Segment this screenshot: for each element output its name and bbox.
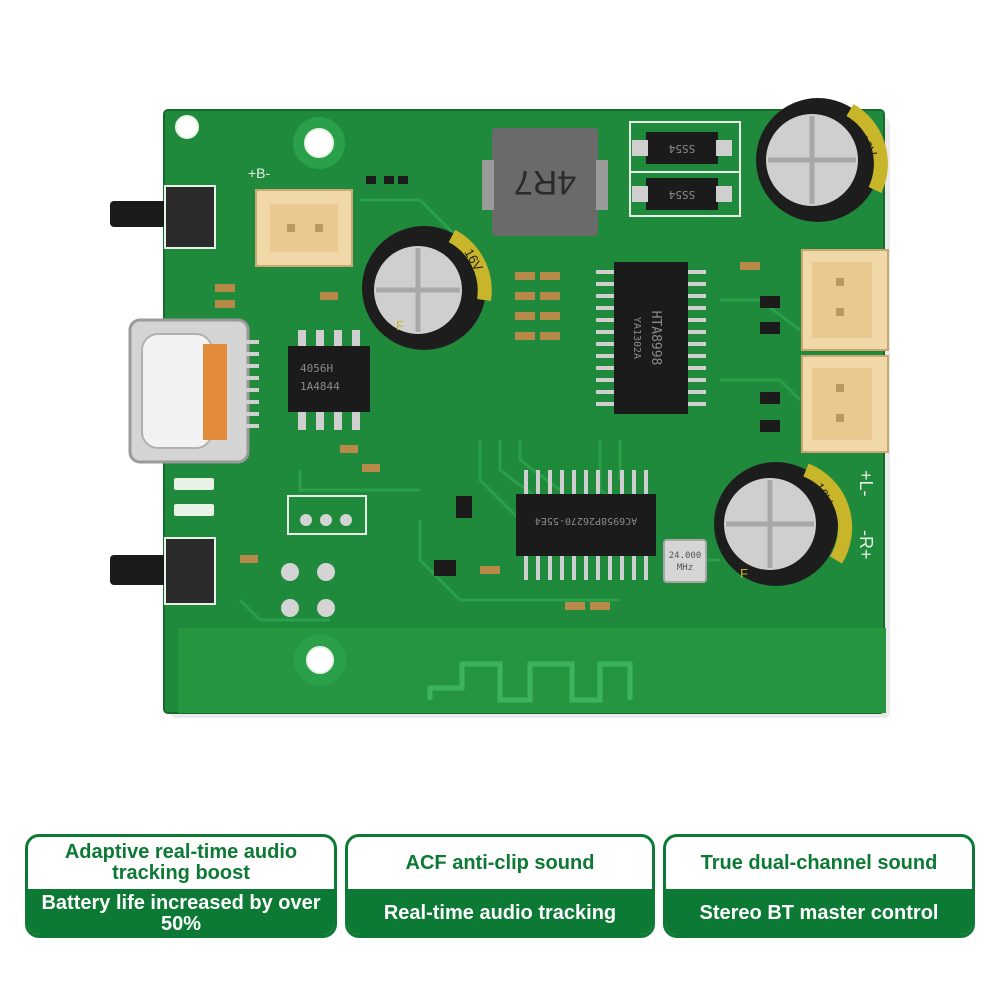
svg-text:24.000: 24.000 bbox=[669, 551, 702, 561]
capacitor-top-right: 16V bbox=[756, 98, 888, 222]
feature-cards: Adaptive real-time audio tracking boost … bbox=[0, 834, 1000, 940]
feature-card-3: True dual-channel sound Stereo BT master… bbox=[663, 834, 975, 938]
svg-text:SS54: SS54 bbox=[668, 142, 695, 155]
push-button-bottom bbox=[110, 537, 216, 605]
feature-card-3-subtitle: Stereo BT master control bbox=[666, 889, 972, 935]
header-pads bbox=[287, 495, 367, 535]
charge-ic: 4056H 1A4844 bbox=[288, 330, 370, 430]
pcb-photo: +B- 4056H 1A4 bbox=[110, 98, 890, 718]
bluetooth-ic: AC6958P26270-55E4 bbox=[516, 470, 656, 580]
push-button-top bbox=[110, 185, 216, 249]
battery-connector bbox=[255, 189, 353, 267]
feature-card-1-title: Adaptive real-time audio tracking boost bbox=[64, 841, 298, 884]
feature-card-2: ACF anti-clip sound Real-time audio trac… bbox=[345, 834, 655, 938]
capacitor-bottom-right: 16V F bbox=[714, 462, 853, 586]
svg-text:4056H: 4056H bbox=[300, 362, 333, 375]
diode-bottom: SS54 bbox=[629, 171, 741, 217]
inductor: 4R7 bbox=[482, 128, 608, 236]
battery-terminal-label: +B- bbox=[248, 165, 271, 181]
diode-top: SS54 bbox=[629, 121, 741, 173]
svg-text:4R7: 4R7 bbox=[514, 163, 576, 201]
usb-c-port bbox=[128, 318, 259, 464]
left-channel-label: +L- bbox=[856, 470, 876, 497]
amplifier-ic: HTA8998 YA1302A bbox=[596, 262, 706, 414]
feature-card-2-subtitle: Real-time audio tracking bbox=[348, 889, 652, 935]
feature-card-3-title: True dual-channel sound bbox=[700, 851, 938, 874]
feature-card-1-subtitle: Battery life increased by over 50% bbox=[28, 889, 334, 935]
svg-text:1A4844: 1A4844 bbox=[300, 380, 340, 393]
speaker-connector-left bbox=[801, 249, 889, 351]
capacitor-left: 16V F bbox=[362, 226, 492, 350]
mounting-hole-top bbox=[293, 117, 345, 169]
crystal-oscillator: 24.000 MHz bbox=[663, 539, 707, 583]
antenna-trace bbox=[427, 661, 633, 703]
svg-text:F: F bbox=[740, 566, 748, 581]
right-channel-label: -R+ bbox=[856, 530, 876, 560]
feature-card-2-title: ACF anti-clip sound bbox=[405, 851, 595, 874]
smd-components bbox=[174, 176, 780, 610]
svg-text:SS54: SS54 bbox=[668, 188, 695, 201]
test-pads bbox=[281, 563, 335, 617]
speaker-connector-right bbox=[801, 355, 889, 453]
mounting-hole-top-left bbox=[175, 115, 199, 139]
svg-text:MHz: MHz bbox=[677, 563, 693, 573]
svg-text:F: F bbox=[396, 318, 404, 333]
mounting-hole-bottom bbox=[294, 634, 346, 686]
svg-text:YA1302A: YA1302A bbox=[631, 317, 642, 359]
feature-card-1: Adaptive real-time audio tracking boost … bbox=[25, 834, 337, 938]
svg-text:HTA8998: HTA8998 bbox=[648, 311, 663, 366]
svg-text:AC6958P26270-55E4: AC6958P26270-55E4 bbox=[535, 515, 637, 526]
